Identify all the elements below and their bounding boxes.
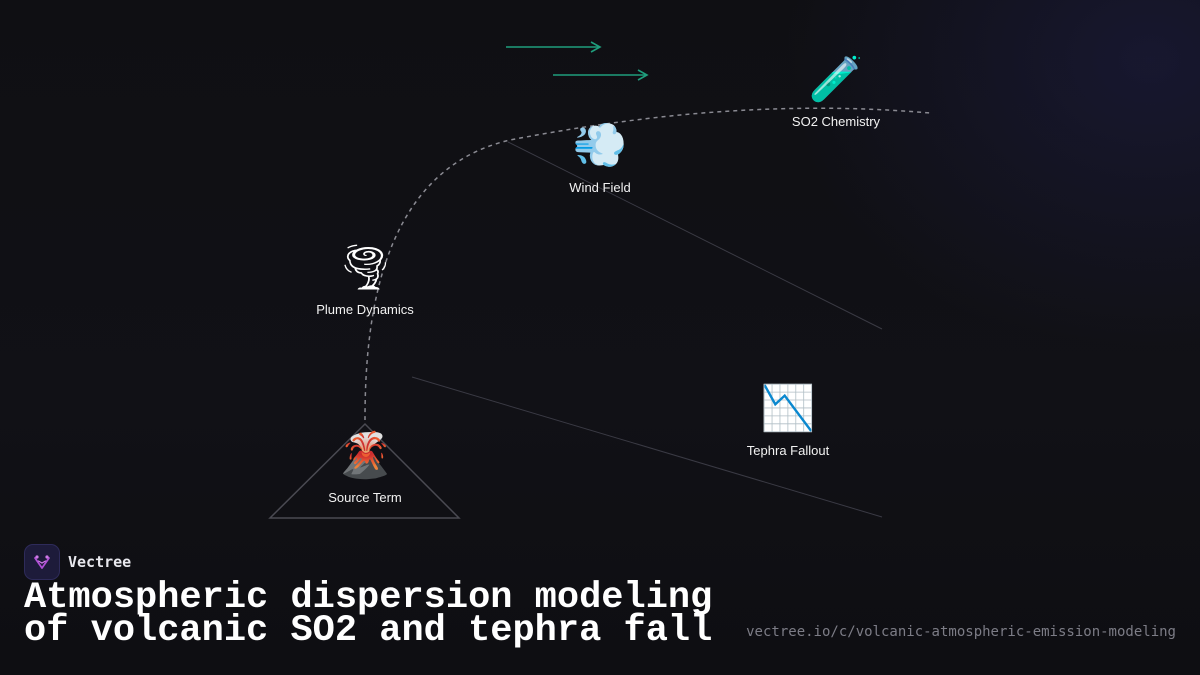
source-url[interactable]: vectree.io/c/volcanic-atmospheric-emissi… <box>746 624 1176 640</box>
volcano-icon: 🌋 <box>337 430 393 481</box>
node-label: SO2 Chemistry <box>791 114 881 129</box>
connector-line <box>507 141 883 330</box>
vectree-logo-icon <box>24 544 60 580</box>
title-line-2: of volcanic SO2 and tephra fall <box>24 610 713 652</box>
node-label: Source Term <box>328 490 402 505</box>
page-title: Atmospheric dispersion modeling of volca… <box>24 580 712 650</box>
node-plume-dynamics[interactable]: 🌪 Plume Dynamics <box>275 242 455 317</box>
tornado-icon: 🌪 <box>337 242 393 293</box>
vectree-logo-mark <box>34 555 50 569</box>
plume-trajectory-path <box>364 107 931 421</box>
brand-name: Vectree <box>68 553 132 571</box>
volcano-cone-outline <box>268 422 461 519</box>
node-so2-chemistry[interactable]: 🧪 SO2 Chemistry <box>746 54 926 129</box>
connector-line <box>411 376 883 518</box>
title-line-1: Atmospheric dispersion modeling <box>24 577 713 619</box>
test-tube-icon: 🧪 <box>808 54 864 105</box>
node-tephra-fallout[interactable]: 📉 Tephra Fallout <box>698 383 878 458</box>
node-label: Plume Dynamics <box>316 302 414 317</box>
node-label: Tephra Fallout <box>746 443 830 458</box>
chart-decreasing-icon: 📉 <box>760 383 816 434</box>
node-source-term[interactable]: 🌋 Source Term <box>275 430 455 505</box>
wind-icon: 💨 <box>572 120 628 171</box>
node-wind-field[interactable]: 💨 Wind Field <box>510 120 690 195</box>
node-label: Wind Field <box>569 180 631 195</box>
brand[interactable]: Vectree <box>24 544 131 580</box>
